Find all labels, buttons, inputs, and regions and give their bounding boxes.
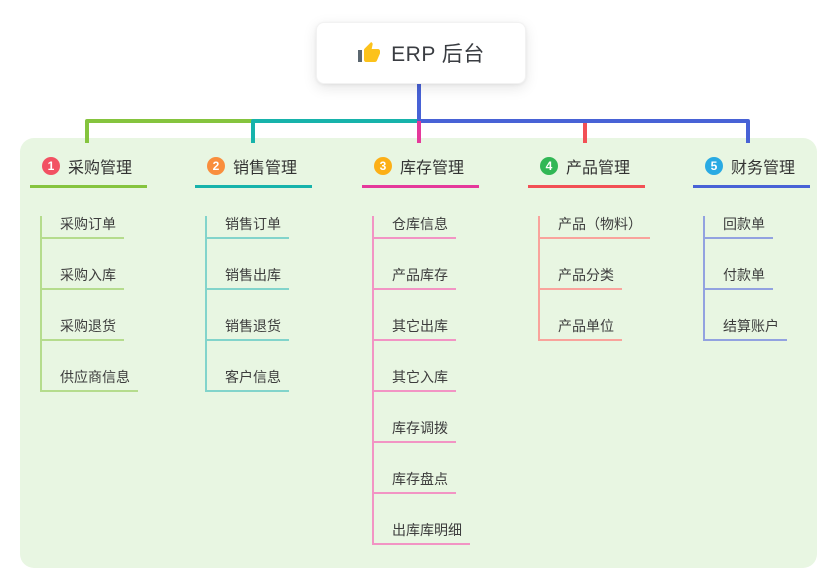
mindmap-node-item[interactable]: 供应商信息 (42, 369, 138, 392)
branch-items-inventory: 仓库信息产品库存其它出库其它入库库存调拨库存盘点出库库明细 (372, 216, 479, 545)
mindmap-node-item[interactable]: 销售退货 (207, 318, 289, 341)
mindmap-node-item[interactable]: 产品库存 (374, 267, 456, 290)
branch-label: 产品管理 (566, 160, 631, 177)
badge-4: 4 (540, 157, 558, 175)
branch-label: 销售管理 (233, 160, 298, 177)
mindmap-node-item[interactable]: 仓库信息 (374, 216, 456, 239)
branch-label: 采购管理 (68, 160, 133, 177)
mindmap-node-item[interactable]: 付款单 (705, 267, 773, 290)
branch-header-finance[interactable]: 5 财务管理 (693, 150, 810, 188)
mindmap-canvas: 1 采购管理 采购订单采购入库采购退货供应商信息 2 销售管理 销售订单销售出库… (20, 138, 817, 568)
mindmap-node-item[interactable]: 其它入库 (374, 369, 456, 392)
branch-items-purchase: 采购订单采购入库采购退货供应商信息 (40, 216, 147, 392)
branch-items-sales: 销售订单销售出库销售退货客户信息 (205, 216, 312, 392)
mindmap-node-item[interactable]: 销售出库 (207, 267, 289, 290)
branch-label: 财务管理 (731, 160, 796, 177)
root-title: ERP 后台 (391, 43, 485, 66)
branch-label: 库存管理 (400, 160, 465, 177)
root-node[interactable]: ERP 后台 (316, 22, 526, 84)
mindmap-node-item[interactable]: 采购订单 (42, 216, 124, 239)
branch-items-finance: 回款单付款单结算账户 (703, 216, 810, 341)
mindmap-node-item[interactable]: 采购入库 (42, 267, 124, 290)
branch-header-product[interactable]: 4 产品管理 (528, 150, 645, 188)
badge-1: 1 (42, 157, 60, 175)
badge-2: 2 (207, 157, 225, 175)
branch-purchase: 1 采购管理 采购订单采购入库采购退货供应商信息 (30, 150, 147, 392)
mindmap-node-item[interactable]: 库存调拨 (374, 420, 456, 443)
branch-header-purchase[interactable]: 1 采购管理 (30, 150, 147, 188)
mindmap-node-item[interactable]: 其它出库 (374, 318, 456, 341)
badge-5: 5 (705, 157, 723, 175)
mindmap-node-item[interactable]: 客户信息 (207, 369, 289, 392)
branch-header-sales[interactable]: 2 销售管理 (195, 150, 312, 188)
badge-3: 3 (374, 157, 392, 175)
branch-sales: 2 销售管理 销售订单销售出库销售退货客户信息 (195, 150, 312, 392)
branch-inventory: 3 库存管理 仓库信息产品库存其它出库其它入库库存调拨库存盘点出库库明细 (362, 150, 479, 545)
mindmap-node-item[interactable]: 出库库明细 (374, 522, 470, 545)
mindmap-node-item[interactable]: 结算账户 (705, 318, 787, 341)
branch-finance: 5 财务管理 回款单付款单结算账户 (693, 150, 810, 341)
mindmap-node-item[interactable]: 销售订单 (207, 216, 289, 239)
mindmap-node-item[interactable]: 采购退货 (42, 318, 124, 341)
branch-product: 4 产品管理 产品（物料） 产品分类产品单位 (528, 150, 650, 341)
branch-header-inventory[interactable]: 3 库存管理 (362, 150, 479, 188)
mindmap-node-item[interactable]: 库存盘点 (374, 471, 456, 494)
mindmap-node-item[interactable]: 产品（物料） (540, 216, 650, 239)
thumbs-up-icon (358, 42, 381, 62)
mindmap-node-item[interactable]: 回款单 (705, 216, 773, 239)
mindmap-node-item[interactable]: 产品单位 (540, 318, 622, 341)
mindmap-node-item[interactable]: 产品分类 (540, 267, 622, 290)
branch-items-product: 产品（物料） 产品分类产品单位 (538, 216, 650, 341)
